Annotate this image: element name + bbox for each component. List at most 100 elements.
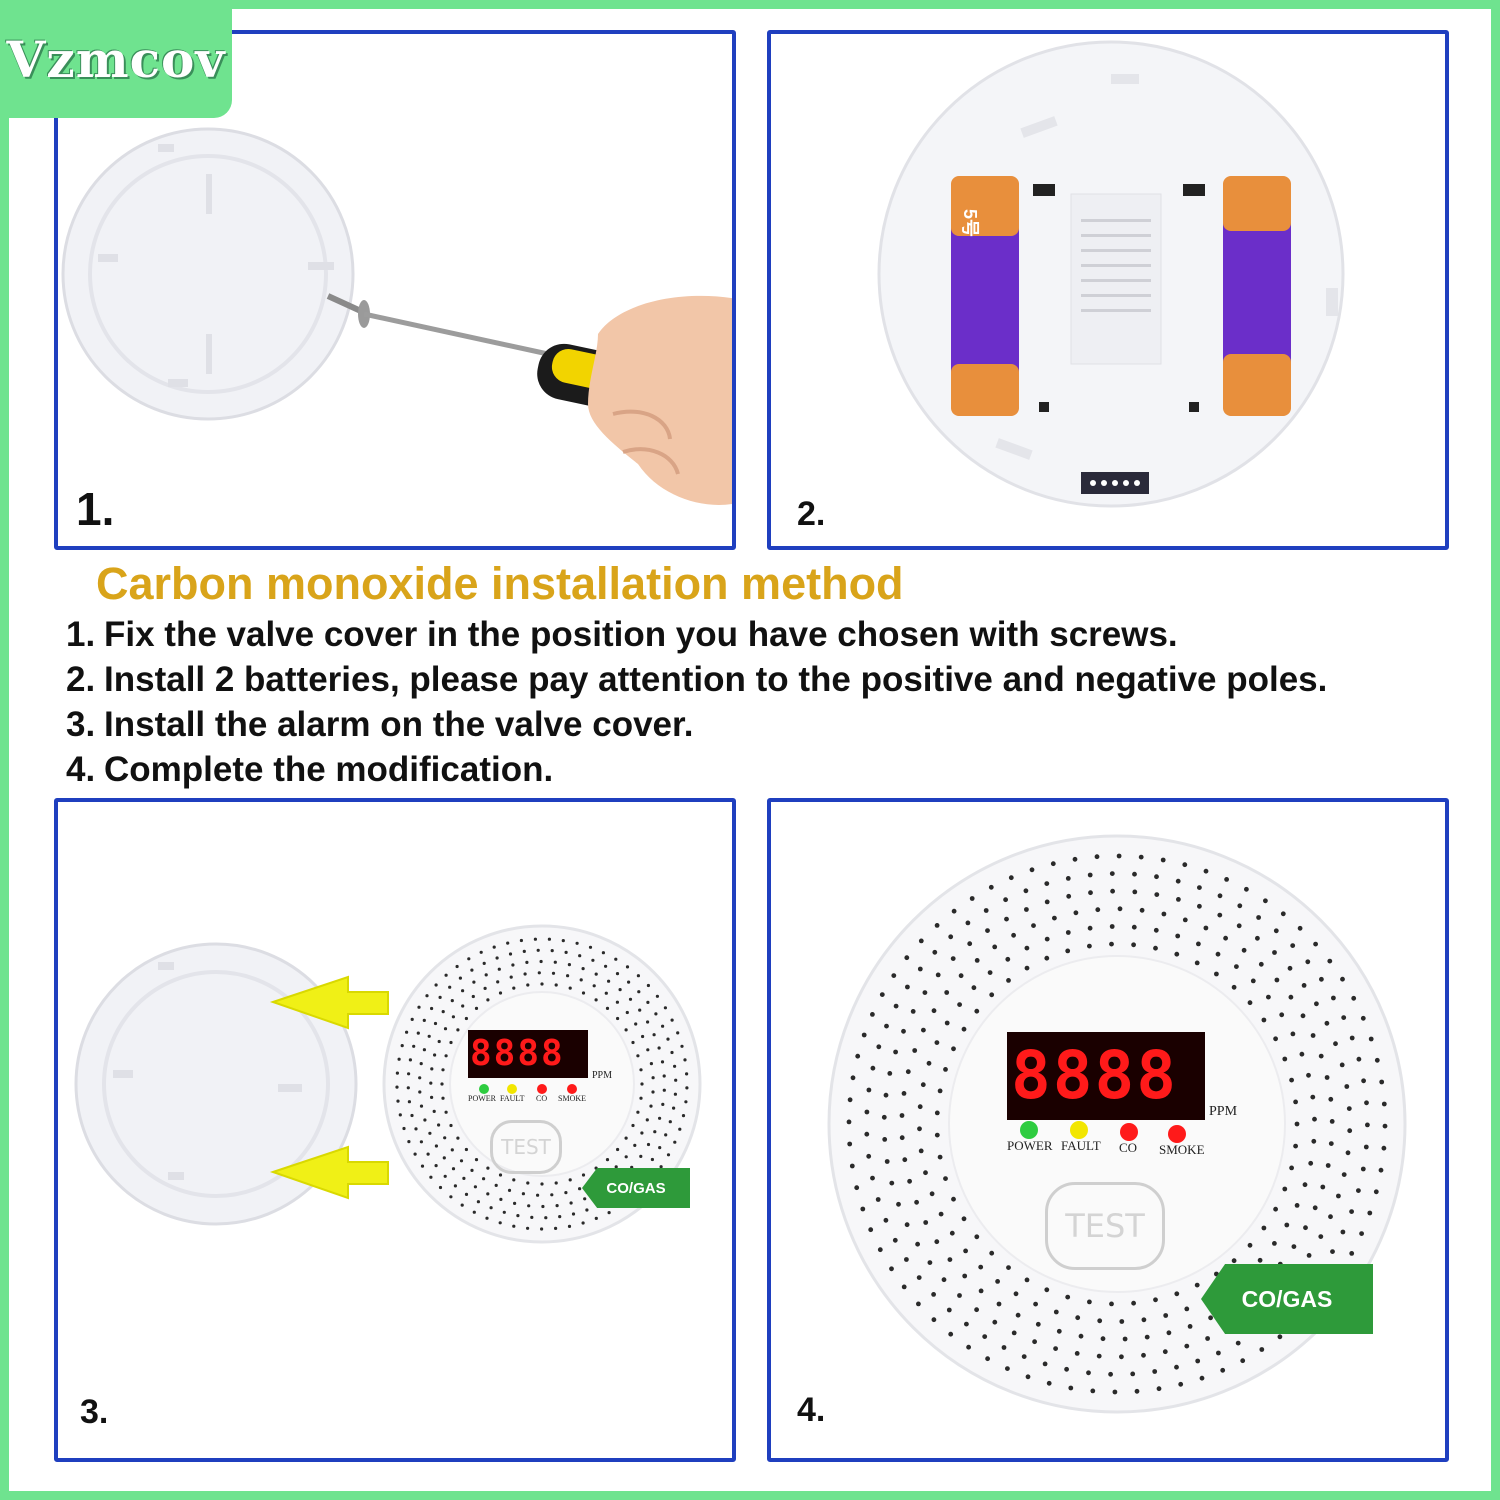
- vent-dot: [1174, 1291, 1180, 1297]
- vent-dot: [1139, 907, 1145, 913]
- vent-dot: [889, 1266, 894, 1272]
- vent-dot: [1344, 1084, 1350, 1089]
- vent-dot: [917, 1104, 923, 1110]
- vent-dot: [1356, 1188, 1361, 1193]
- vent-dot: [443, 1136, 447, 1140]
- vent-dot: [1216, 1350, 1221, 1356]
- vent-dot: [1044, 899, 1050, 905]
- vent-dot: [1368, 1036, 1374, 1042]
- vent-dot: [413, 1152, 417, 1156]
- vent-dot: [533, 937, 537, 941]
- vent-dot: [1310, 1033, 1316, 1038]
- vent-dot: [616, 1147, 620, 1152]
- vent-dot: [1134, 1388, 1140, 1394]
- vent-dot: [484, 973, 488, 977]
- vent-dot: [616, 1016, 620, 1021]
- mounting-illustration: [61, 127, 732, 505]
- vent-dot: [1122, 1336, 1128, 1342]
- vent-dot: [494, 1183, 498, 1187]
- vent-dot: [1235, 1340, 1241, 1346]
- vent-dot: [1328, 1214, 1333, 1220]
- vent-dot: [639, 1096, 643, 1100]
- vent-dot: [1033, 1301, 1038, 1307]
- vent-dot: [607, 979, 611, 983]
- vent-dot: [1068, 1385, 1074, 1391]
- vent-dot: [646, 1000, 650, 1004]
- vent-dot: [1112, 1389, 1118, 1395]
- vent-dot: [943, 1176, 948, 1181]
- vent-dot: [521, 1192, 525, 1196]
- vent-dot: [444, 973, 448, 977]
- vent-dot: [567, 963, 571, 967]
- vent-dot: [1197, 885, 1202, 890]
- vent-dot: [961, 1216, 967, 1222]
- vent-dot: [1379, 1079, 1385, 1085]
- vent-dot: [1042, 1361, 1048, 1367]
- vent-dot: [1117, 906, 1123, 912]
- vent-dot: [631, 1123, 635, 1128]
- vent-dot: [1381, 1145, 1387, 1151]
- vent-dot: [418, 1076, 422, 1080]
- test-button[interactable]: TEST: [1045, 1182, 1165, 1270]
- vent-dot: [931, 1292, 936, 1297]
- instruction-number: 4.: [66, 749, 96, 789]
- vent-dot: [978, 1264, 984, 1270]
- vent-dot: [901, 1091, 907, 1096]
- vent-dot: [432, 1109, 436, 1113]
- vent-dot: [988, 884, 994, 890]
- vent-dot: [522, 949, 526, 953]
- vent-dot: [681, 1114, 686, 1118]
- vent-dot: [1291, 1244, 1297, 1249]
- vent-dot: [646, 983, 651, 988]
- vent-dot: [483, 986, 487, 990]
- vent-dot: [1272, 950, 1277, 955]
- vent-dot: [506, 941, 510, 945]
- vent-dot: [1001, 1345, 1007, 1350]
- vent-dot: [1312, 1205, 1318, 1211]
- test-button[interactable]: TEST: [490, 1120, 562, 1174]
- vent-dot: [581, 1173, 586, 1177]
- vent-dot: [663, 1006, 668, 1010]
- vent-dot: [512, 986, 516, 990]
- vent-dot: [614, 957, 618, 961]
- brand-logo: Vzmcov: [0, 0, 232, 118]
- vent-dot: [554, 1181, 558, 1185]
- vent-dot: [1333, 1041, 1338, 1047]
- vent-dot: [539, 959, 543, 964]
- vent-dot: [579, 978, 583, 982]
- vent-dot: [916, 1275, 922, 1280]
- vent-dot: [1161, 911, 1167, 917]
- vent-dot: [666, 1037, 670, 1041]
- vent-dot: [569, 1201, 573, 1205]
- vent-dot: [927, 1260, 933, 1265]
- vent-dot: [1109, 871, 1115, 876]
- vent-dot: [492, 945, 496, 949]
- vent-dot: [1052, 915, 1057, 921]
- vent-dot: [1197, 903, 1202, 909]
- vent-dot: [1100, 1336, 1106, 1342]
- vent-dot: [884, 1023, 889, 1029]
- vent-dot: [601, 951, 606, 955]
- vent-dot: [1241, 947, 1247, 953]
- vent-dot: [519, 938, 523, 943]
- instruction-text: Install the alarm on the valve cover.: [104, 704, 694, 744]
- vent-dot: [1194, 1282, 1200, 1288]
- vent-dot: [1205, 1336, 1210, 1341]
- vent-dot: [433, 1021, 438, 1026]
- battery-icon: [951, 176, 1019, 416]
- vent-dot: [1347, 1128, 1353, 1134]
- vent-dot: [554, 1226, 558, 1230]
- vent-dot: [904, 1222, 910, 1228]
- indicator-label-smoke: SMOKE: [1159, 1142, 1205, 1157]
- step-number: 2.: [797, 495, 826, 533]
- vent-dot: [638, 1008, 642, 1012]
- vent-dot: [1363, 1144, 1369, 1150]
- vent-dot: [974, 958, 980, 963]
- indicator-label-fault: FAULT: [500, 1094, 525, 1103]
- vent-dot: [1234, 964, 1239, 969]
- vent-dot: [673, 1064, 677, 1068]
- vent-dot: [1365, 1122, 1370, 1128]
- vent-dot: [1174, 951, 1180, 957]
- vent-dot: [540, 1227, 544, 1231]
- vent-dot: [473, 1185, 477, 1189]
